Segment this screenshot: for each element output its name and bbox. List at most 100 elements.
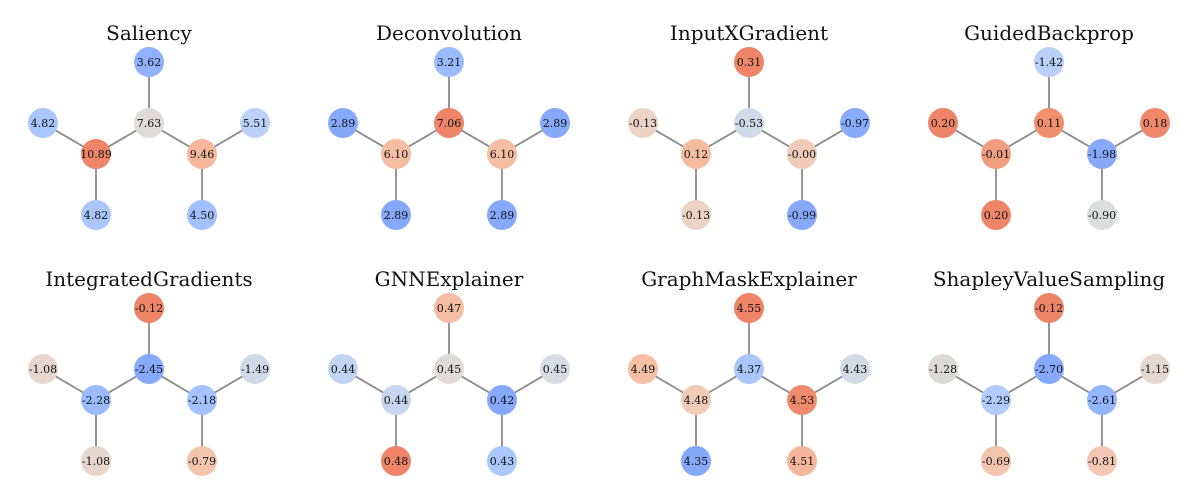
node-value-label: 0.42 xyxy=(490,394,515,407)
graph-panel: GNNExplainer 0.47 0.44 0.45 0.45 0.44 0.42 0.48… xyxy=(328,267,570,476)
node-value-label: -2.28 xyxy=(82,394,110,407)
graph-node xyxy=(328,108,358,138)
node-value-label: 4.49 xyxy=(631,363,656,376)
node-value-label: -1.49 xyxy=(241,363,269,376)
node-value-label: 0.48 xyxy=(384,455,409,468)
panel-title: GraphMaskExplainer xyxy=(641,267,857,291)
node-value-label: 4.50 xyxy=(190,209,215,222)
node-value-label: -2.29 xyxy=(982,394,1010,407)
node-value-label: 0.44 xyxy=(384,394,409,407)
node-value-label: -0.90 xyxy=(1088,209,1116,222)
node-value-label: -0.69 xyxy=(982,455,1010,468)
graph-node xyxy=(187,200,217,230)
graph-node xyxy=(981,385,1011,415)
node-value-label: -0.13 xyxy=(682,209,710,222)
node-value-label: 4.48 xyxy=(684,394,709,407)
node-value-label: 0.18 xyxy=(1143,117,1168,130)
graph-node xyxy=(28,108,58,138)
node-value-label: -0.81 xyxy=(1088,455,1116,468)
graph-node xyxy=(434,354,464,384)
graph-node xyxy=(1034,293,1064,323)
node-value-label: -0.12 xyxy=(1035,302,1063,315)
node-value-label: 5.51 xyxy=(243,117,268,130)
node-value-label: -1.42 xyxy=(1035,56,1063,69)
graph-node xyxy=(1034,47,1064,77)
graph-node xyxy=(381,200,411,230)
graph-node xyxy=(487,446,517,476)
graph-node xyxy=(734,108,764,138)
graph-node xyxy=(134,47,164,77)
graph-node xyxy=(540,108,570,138)
graph-node xyxy=(240,354,270,384)
graph-node xyxy=(1087,385,1117,415)
graph-node xyxy=(628,354,658,384)
graph-node xyxy=(840,354,870,384)
panel-title: GuidedBackprop xyxy=(964,21,1134,45)
graph-node xyxy=(981,139,1011,169)
graph-node xyxy=(681,446,711,476)
node-value-label: 4.51 xyxy=(790,455,815,468)
graph-node xyxy=(487,385,517,415)
node-value-label: 0.44 xyxy=(331,363,356,376)
graph-node xyxy=(1140,354,1170,384)
graph-node xyxy=(681,385,711,415)
node-value-label: 7.06 xyxy=(437,117,462,130)
graph-node xyxy=(81,385,111,415)
panel-title: GNNExplainer xyxy=(375,267,524,291)
graph-node xyxy=(187,446,217,476)
graph-node xyxy=(434,293,464,323)
graph-node xyxy=(381,139,411,169)
graph-node xyxy=(928,354,958,384)
graph-node xyxy=(787,200,817,230)
node-value-label: -2.61 xyxy=(1088,394,1116,407)
node-value-label: 6.10 xyxy=(490,148,515,161)
panel-title: Saliency xyxy=(106,21,192,45)
graph-node xyxy=(81,200,111,230)
node-value-label: 2.89 xyxy=(490,209,515,222)
graph-node xyxy=(840,108,870,138)
graph-node xyxy=(981,200,1011,230)
node-value-label: 0.20 xyxy=(984,209,1009,222)
node-value-label: 0.47 xyxy=(437,302,462,315)
graph-panel: InputXGradient0.31-0.13-0.53-0.970.12-0.… xyxy=(628,21,870,230)
graph-node xyxy=(787,385,817,415)
graph-node xyxy=(540,354,570,384)
graph-node xyxy=(187,139,217,169)
graph-node xyxy=(134,354,164,384)
graph-node xyxy=(1034,354,1064,384)
graph-node xyxy=(487,200,517,230)
node-value-label: 9.46 xyxy=(190,148,215,161)
panel-title: Deconvolution xyxy=(376,21,522,45)
node-value-label: 6.10 xyxy=(384,148,409,161)
node-value-label: 2.89 xyxy=(384,209,409,222)
node-value-label: 0.45 xyxy=(437,363,462,376)
graph-node xyxy=(787,446,817,476)
node-value-label: -0.13 xyxy=(629,117,657,130)
node-value-label: 4.43 xyxy=(843,363,868,376)
graph-node xyxy=(81,446,111,476)
node-value-label: -2.18 xyxy=(188,394,216,407)
node-value-label: 2.89 xyxy=(331,117,356,130)
graph-node xyxy=(1034,108,1064,138)
node-value-label: -0.01 xyxy=(982,148,1010,161)
graph-node xyxy=(734,354,764,384)
node-value-label: -0.00 xyxy=(788,148,816,161)
graph-panel: IntegratedGradients-0.12-1.08-2.45-1.49-… xyxy=(28,267,270,476)
node-value-label: -0.97 xyxy=(841,117,869,130)
node-value-label: 0.43 xyxy=(490,455,515,468)
graph-node xyxy=(381,385,411,415)
node-value-label: 0.45 xyxy=(543,363,568,376)
panel-title: IntegratedGradients xyxy=(45,267,252,291)
node-value-label: 10.89 xyxy=(80,148,112,161)
graph-node xyxy=(734,47,764,77)
graph-node xyxy=(187,385,217,415)
node-value-label: 3.62 xyxy=(137,56,162,69)
node-value-label: 4.37 xyxy=(737,363,762,376)
graph-node xyxy=(434,108,464,138)
node-value-label: 0.31 xyxy=(737,56,762,69)
graph-node xyxy=(628,108,658,138)
